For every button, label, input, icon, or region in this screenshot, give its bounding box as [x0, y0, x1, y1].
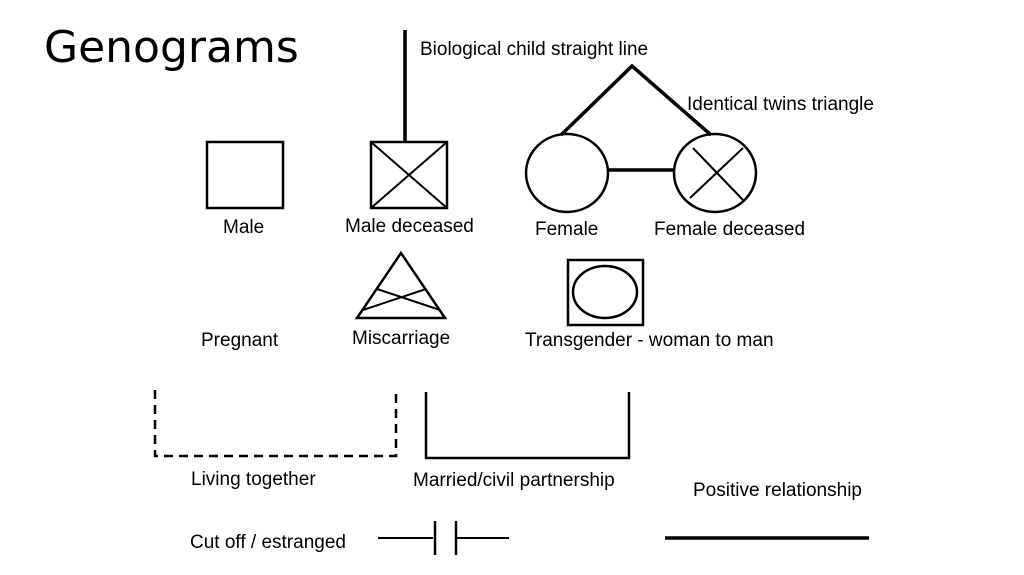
male-square-symbol	[205, 140, 285, 210]
female-label: Female	[535, 219, 599, 240]
page-title: Genograms	[44, 22, 299, 73]
female-deceased-label: Female deceased	[654, 219, 806, 240]
miscarriage-label: Miscarriage	[352, 328, 451, 349]
living-together-label: Living together	[191, 469, 316, 490]
married-label: Married/civil partnership	[413, 470, 615, 491]
identical-twins-triangle	[559, 63, 713, 137]
cut-off-label: Cut off / estranged	[190, 532, 346, 553]
male-deceased-label: Male deceased	[345, 216, 474, 237]
pregnant-label: Pregnant	[201, 330, 279, 351]
male-label: Male	[223, 217, 265, 238]
identical-twins-label: Identical twins triangle	[687, 94, 874, 115]
miscarriage-symbol	[354, 250, 448, 320]
positive-relationship-label: Positive relationship	[693, 480, 862, 501]
male-deceased-symbol	[369, 140, 449, 210]
biological-child-label: Biological child straight line	[420, 39, 649, 60]
cut-off-symbol	[378, 521, 509, 555]
married-line	[424, 392, 631, 460]
female-deceased-symbol	[672, 132, 758, 214]
transgender-label: Transgender - woman to man	[525, 330, 774, 351]
living-together-line	[153, 390, 398, 458]
female-circle-symbol	[524, 132, 610, 214]
transgender-symbol	[566, 258, 645, 327]
